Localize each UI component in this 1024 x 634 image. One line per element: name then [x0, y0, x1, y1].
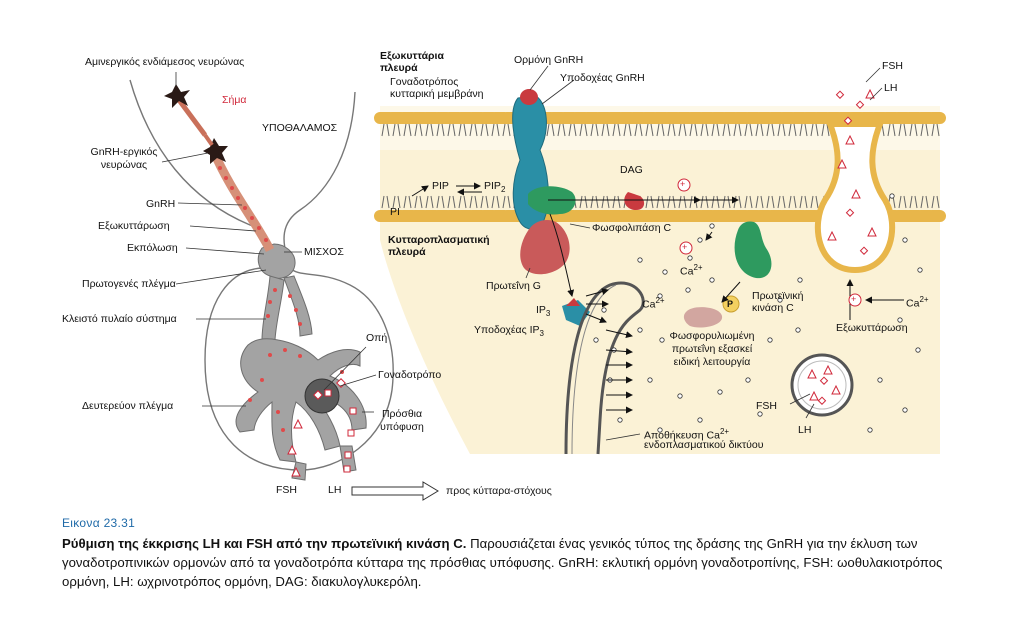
- phospho-label-2: πρωτεΐνη εξασκεί: [671, 343, 753, 355]
- gonadotroph-label: Γοναδοτρόπο: [378, 369, 442, 381]
- caption-title: Ρύθμιση της έκκρισης LH και FSH από την …: [62, 536, 467, 551]
- ca-sup-3: 2+: [919, 295, 929, 304]
- figure-caption: Ρύθμιση της έκκρισης LH και FSH από την …: [62, 534, 967, 591]
- pore-label: Οπή: [366, 332, 388, 344]
- gonadotroph-cell: [304, 378, 340, 414]
- calcium-dots: [593, 193, 923, 433]
- dag-shape: [624, 192, 645, 210]
- target-cells-label: προς κύτταρα-στόχους: [446, 485, 552, 497]
- ip3-receptor-sub: 3: [539, 329, 544, 339]
- target-arrow: [351, 481, 439, 501]
- membrane-label-1: Γοναδοτρόπος: [390, 76, 459, 88]
- phospholipase-c-label: Φωσφολιπάση C: [592, 222, 672, 234]
- dag-label: DAG: [620, 164, 643, 176]
- g-protein-label: Πρωτεΐνη G: [486, 280, 541, 292]
- hypothalamus-label: ΥΠΟΘΑΛΑΜΟΣ: [262, 122, 338, 134]
- plus-circles: [677, 178, 862, 307]
- membrane-label-2: κυτταρική μεμβράνη: [390, 88, 484, 100]
- phospho-label-1: Φωσφορυλιωμένη: [669, 330, 755, 342]
- portal-system: [235, 243, 367, 481]
- er-store-sup: 2+: [719, 427, 730, 436]
- ca-label-2: Ca2+: [642, 295, 665, 311]
- ca-label-1: Ca2+: [680, 262, 703, 278]
- fsh-right-label: FSH: [882, 60, 903, 72]
- ip3-receptor-text: Υποδοχέας IP: [474, 324, 540, 336]
- vesicle-hormones: [807, 88, 877, 405]
- pathway-arrows: [411, 182, 904, 414]
- ca-sup-2: 2+: [655, 296, 665, 305]
- hormone-diamonds: [287, 378, 357, 477]
- pi-label: PI: [390, 206, 400, 218]
- gnrh-receptor-label: Υποδοχέας GnRH: [560, 72, 645, 84]
- aminergic-neuron-label: Αμινεργικός ενδιάμεσος νευρώνας: [85, 56, 245, 68]
- primary-plexus-label: Πρωτογενές πλέγμα: [82, 278, 176, 290]
- ip3-sub: 3: [545, 309, 551, 319]
- pip2-text: PIP: [484, 180, 501, 192]
- ca-text-1: Ca: [680, 265, 694, 278]
- aminergic-neuron: [164, 84, 208, 137]
- anterior-pituitary-label-2: υπόφυση: [380, 421, 424, 433]
- plus-sign-3: +: [851, 294, 857, 304]
- extracellular-label-2: πλευρά: [380, 62, 418, 74]
- plus-sign-1: +: [680, 179, 686, 189]
- lh-vesicle-label: LH: [798, 424, 812, 436]
- signal-label: Σήμα: [222, 94, 247, 106]
- gnrh-neuron-label-2: νευρώνας: [100, 159, 148, 171]
- gnrh-label: GnRH: [146, 198, 176, 210]
- cytoplasmic-label-2: πλευρά: [388, 246, 426, 258]
- plus-sign-2: +: [682, 242, 688, 252]
- pip2-label: PIP2: [484, 180, 505, 196]
- phosphorylated-protein: [683, 307, 723, 328]
- figure-number: Εικονα 23.31: [62, 516, 136, 530]
- caption-text: Παρουσιάζεται ένας γενικός τύπος της δρά…: [62, 536, 943, 589]
- g-protein-shape: [520, 220, 570, 275]
- portal-system-label: Κλειστό πυλαίο σύστημα: [62, 313, 177, 325]
- endoplasmic-reticulum: [564, 281, 645, 455]
- gnrh-diagram: [129, 65, 946, 501]
- anterior-pituitary-label-1: Πρόσθια: [381, 408, 423, 420]
- phosphate-label: P: [727, 299, 734, 309]
- pip2-sub: 2: [500, 185, 506, 195]
- secondary-plexus-label: Δευτερεύον πλέγμα: [82, 400, 174, 412]
- exocytosis-left-label: Εξωκυττάρωση: [98, 220, 170, 232]
- left-leaders: [161, 72, 377, 413]
- ip3-receptor-label: Υποδοχέας IP3: [474, 324, 544, 340]
- gnrh-hormone: [520, 89, 538, 105]
- ip3-shape: [566, 298, 580, 306]
- ca-text-3: Ca: [906, 297, 920, 310]
- pkc-shape: [734, 221, 772, 279]
- pkc-label-2: κινάση C: [752, 302, 794, 314]
- pkc-label-1: Πρωτεϊνική: [752, 290, 804, 302]
- ip3-text: IP: [536, 304, 546, 316]
- pip-label: PIP: [432, 180, 449, 192]
- phospho-label-3: ειδική λειτουργία: [673, 356, 751, 368]
- gnrh-hormone-label: Ορμόνη GnRH: [514, 54, 584, 66]
- gnrh-neuron: [203, 133, 275, 252]
- cytoplasmic-label-1: Κυτταροπλασματική: [388, 234, 490, 246]
- er-store-text: Αποθήκευση Ca: [644, 429, 720, 442]
- gnrh-neuron-label-1: GnRH-εργικός: [90, 146, 158, 158]
- ca-sup-1: 2+: [693, 263, 703, 272]
- extracellular-label-1: Εξωκυττάρια: [380, 50, 444, 62]
- er-store-label-2: ενδοπλασματικού δικτύου: [644, 439, 764, 451]
- ip3-label: IP3: [536, 304, 550, 320]
- lh-left-label: LH: [328, 484, 342, 496]
- ca-label-3: Ca2+: [906, 294, 929, 310]
- ca-text-2: Ca: [642, 298, 656, 311]
- lh-right-label: LH: [884, 82, 898, 94]
- er-store-label-1: Αποθήκευση Ca2+: [644, 426, 729, 442]
- fsh-left-label: FSH: [276, 484, 297, 496]
- depolarization-label: Εκπόλωση: [127, 242, 178, 254]
- exocytosis-right-label: Εξωκυττάρωση: [836, 322, 908, 334]
- fsh-vesicle-label: FSH: [756, 400, 777, 412]
- right-leaders: [525, 65, 883, 441]
- stalk-label: ΜΙΣΧΟΣ: [304, 246, 344, 258]
